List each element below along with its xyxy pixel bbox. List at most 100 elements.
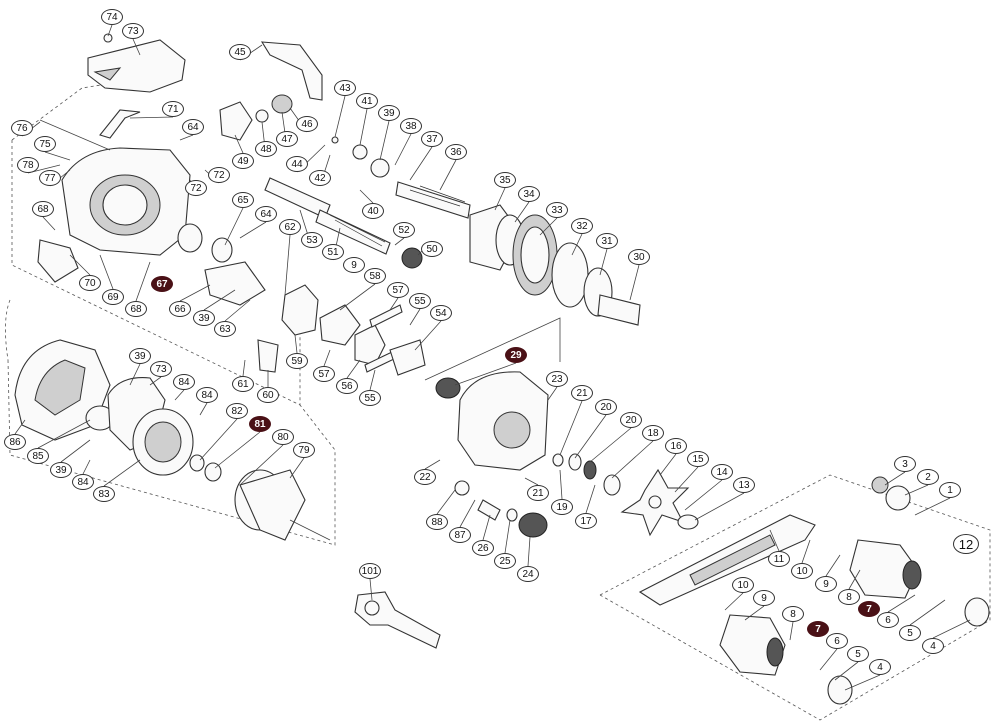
part-callout-71: 71 <box>162 101 184 117</box>
knob-cap-lower <box>766 637 784 667</box>
part-callout-20: 20 <box>595 399 617 415</box>
side-plate-group-boundary <box>5 299 336 546</box>
part-callout-50: 50 <box>421 241 443 257</box>
part-callout-18: 18 <box>642 425 664 441</box>
part-callout-73: 73 <box>150 361 172 377</box>
part-callout-6: 6 <box>877 612 899 628</box>
handle-nut-plate <box>885 485 911 511</box>
part-callout-9: 9 <box>815 576 837 592</box>
part-callout-21: 21 <box>527 485 549 501</box>
part-callout-58: 58 <box>364 268 386 284</box>
part-callout-53: 53 <box>301 232 323 248</box>
shaft-thread <box>409 185 466 207</box>
bearing-region <box>177 223 203 253</box>
screw-74 <box>103 33 113 43</box>
part-callout-86: 86 <box>4 434 26 450</box>
clutch-lever-part <box>99 109 141 139</box>
knob-24 <box>518 512 548 538</box>
part-callout-55: 55 <box>359 390 381 406</box>
part-callout-48: 48 <box>255 141 277 157</box>
shaft-30 <box>597 294 641 326</box>
part-callout-44: 44 <box>286 156 308 172</box>
part-callout-64: 64 <box>182 119 204 135</box>
part-callout-29: 29 <box>505 347 527 363</box>
part-callout-9: 9 <box>753 590 775 606</box>
part-callout-9: 9 <box>343 257 365 273</box>
part-callout-7: 7 <box>807 621 829 637</box>
part-callout-11: 11 <box>768 551 790 567</box>
thumb-bar-part <box>37 239 79 283</box>
part-callout-65: 65 <box>232 192 254 208</box>
washer-17 <box>603 474 621 496</box>
pinion-50 <box>401 247 423 269</box>
part-callout-23: 23 <box>546 371 568 387</box>
part-callout-1: 1 <box>939 482 961 498</box>
ratchet-18 <box>583 460 597 480</box>
handle-knob-upper <box>849 539 919 599</box>
part-callout-87: 87 <box>449 527 471 543</box>
washer-32 <box>551 242 589 308</box>
part-callout-101: 101 <box>359 563 381 579</box>
part-callout-39: 39 <box>378 105 400 121</box>
star-drag-hub <box>648 495 662 509</box>
part-callout-8: 8 <box>782 606 804 622</box>
part-callout-35: 35 <box>494 172 516 188</box>
part-callout-49: 49 <box>232 153 254 169</box>
part-callout-39: 39 <box>50 462 72 478</box>
part-callout-54: 54 <box>430 305 452 321</box>
part-callout-61: 61 <box>232 376 254 392</box>
wrench-101 <box>354 591 441 649</box>
part-callout-33: 33 <box>546 202 568 218</box>
part-callout-85: 85 <box>27 448 49 464</box>
ring-65 <box>211 237 233 263</box>
part-callout-3: 3 <box>894 456 916 472</box>
part-callout-14: 14 <box>711 464 733 480</box>
washer-38 <box>370 158 390 178</box>
part-callout-37: 37 <box>421 131 443 147</box>
part-callout-67: 67 <box>151 276 173 292</box>
handle-nut-3 <box>871 476 889 494</box>
part-callout-77: 77 <box>39 170 61 186</box>
part-callout-82: 82 <box>226 403 248 419</box>
part-callout-45: 45 <box>229 44 251 60</box>
part-callout-72: 72 <box>208 167 230 183</box>
part-callout-39: 39 <box>129 348 151 364</box>
handle-arm-slot <box>689 534 776 586</box>
worm-shaft-51 <box>315 209 391 255</box>
part-callout-15: 15 <box>687 451 709 467</box>
part-callout-21: 21 <box>571 385 593 401</box>
part-callout-59: 59 <box>286 353 308 369</box>
part-callout-17: 17 <box>575 513 597 529</box>
part-callout-74: 74 <box>101 9 123 25</box>
knob-nut-lower <box>827 675 853 705</box>
part-callout-41: 41 <box>356 93 378 109</box>
part-callout-75: 75 <box>34 136 56 152</box>
part-callout-43: 43 <box>334 80 356 96</box>
drive-gear-33-face <box>520 226 550 284</box>
part-callout-72: 72 <box>185 180 207 196</box>
part-callout-2: 2 <box>917 469 939 485</box>
part-callout-34: 34 <box>518 186 540 202</box>
spring-26 <box>477 499 501 521</box>
clutch-cam-66 <box>204 261 266 306</box>
part-callout-69: 69 <box>102 289 124 305</box>
part-callout-25: 25 <box>494 553 516 569</box>
part-callout-68: 68 <box>32 201 54 217</box>
yoke-58 <box>319 304 361 346</box>
part-callout-22: 22 <box>414 469 436 485</box>
part-callout-39: 39 <box>193 310 215 326</box>
spool-body <box>239 469 306 541</box>
cast-control-49 <box>219 101 253 141</box>
part-callout-83: 83 <box>93 486 115 502</box>
part-callout-47: 47 <box>276 131 298 147</box>
part-callout-40: 40 <box>362 203 384 219</box>
part-callout-88: 88 <box>426 514 448 530</box>
part-callout-42: 42 <box>309 170 331 186</box>
spool-shaft <box>289 519 331 541</box>
part-callout-73: 73 <box>122 23 144 39</box>
part-callout-13: 13 <box>733 477 755 493</box>
worm-thread <box>329 214 386 247</box>
main-shaft-36 <box>395 181 471 219</box>
frame-group-boundary <box>11 81 301 406</box>
part-callout-10: 10 <box>732 577 754 593</box>
